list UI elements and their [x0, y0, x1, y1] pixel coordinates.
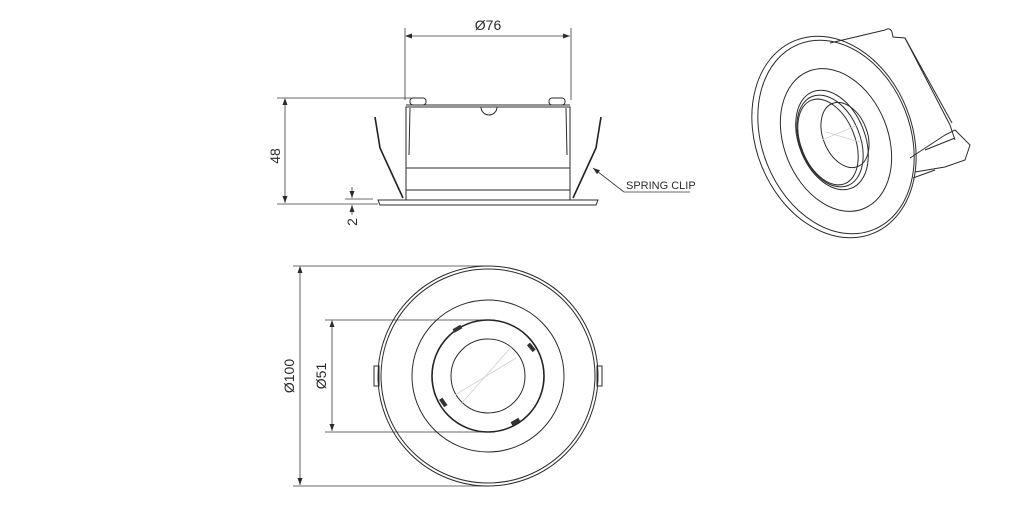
flange-thickness-dimension: 2 [344, 187, 373, 226]
housing-body [405, 106, 571, 201]
outer-diameter-dimension: Ø100 [281, 265, 490, 487]
top-tab-right [548, 97, 566, 106]
iso-lens [820, 101, 870, 169]
spring-clip-left [374, 116, 404, 199]
trim-ring [411, 299, 565, 453]
spring-clip-callout: SPRING CLIP [592, 167, 696, 193]
flange [377, 199, 599, 206]
top-tab-left [409, 97, 427, 106]
outer-rim [377, 265, 599, 487]
spring-clip-label: SPRING CLIP [626, 180, 696, 192]
outer-diameter-label: Ø100 [281, 359, 297, 393]
gimbal-ring [431, 319, 545, 433]
iso-housing [829, 28, 956, 141]
height-dimension-label: 48 [267, 148, 283, 164]
spring-clip-right [572, 116, 602, 199]
width-dimension: Ø76 [404, 17, 572, 100]
side-tab-left [373, 365, 380, 387]
height-dimension: 48 [267, 97, 416, 205]
top-notch [480, 106, 498, 116]
lens-opening [450, 338, 526, 414]
iso-flange [751, 35, 917, 239]
inner-diameter-dimension: Ø51 [313, 319, 495, 433]
width-dimension-label: Ø76 [475, 17, 502, 33]
inner-diameter-label: Ø51 [313, 363, 329, 390]
front-view: Ø100 Ø51 [281, 265, 603, 487]
flange-thickness-label: 2 [344, 218, 360, 226]
side-tab-right [596, 365, 603, 387]
isometric-view [751, 28, 971, 239]
side-elevation-view: Ø76 48 2 [267, 17, 696, 226]
